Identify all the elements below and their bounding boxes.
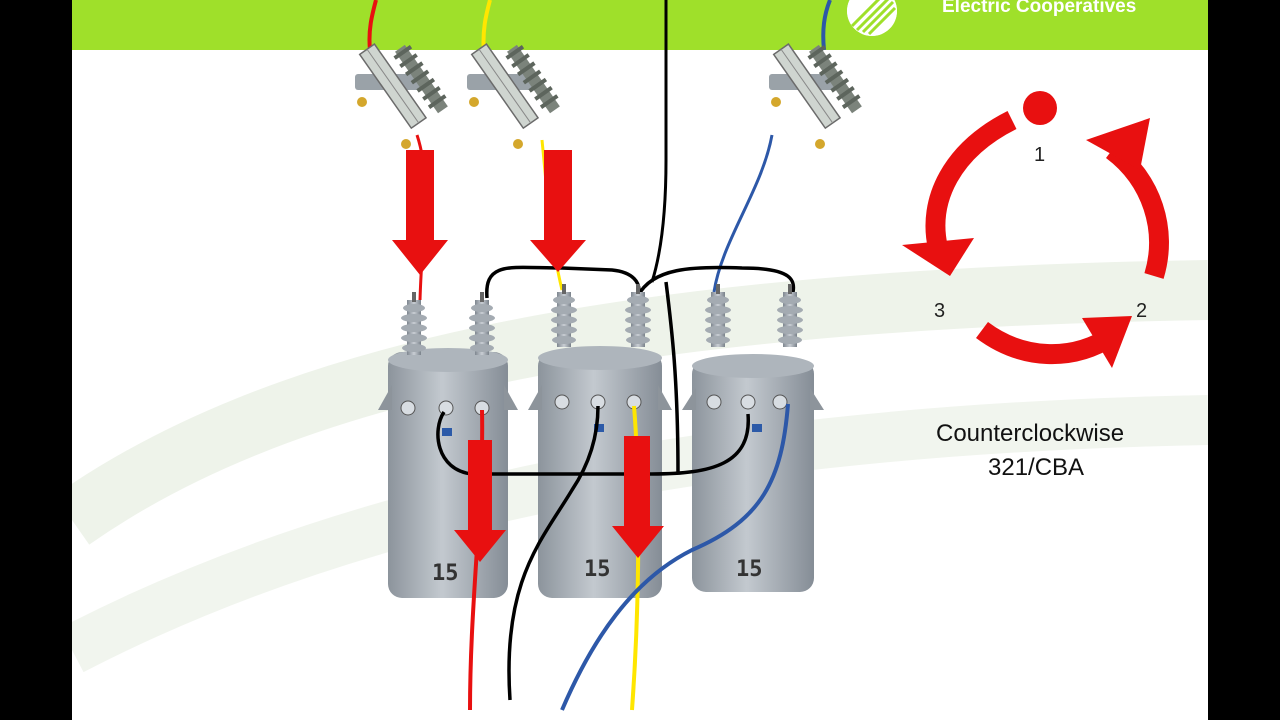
transformer-rating-label: 15 — [432, 561, 459, 586]
header-bar — [72, 0, 1208, 50]
transformer-left — [378, 292, 518, 598]
rotation-label-1: 1 — [1034, 144, 1046, 166]
phase-sequence: 321/CBA — [988, 454, 1085, 481]
phase-c-source-wire — [821, 0, 832, 51]
flow-arrows — [392, 150, 664, 562]
flow-arrow-down-1 — [392, 150, 448, 275]
rotation-label-3: 3 — [934, 300, 946, 322]
transformer-rating-label: 15 — [584, 557, 611, 582]
rotation-label-2: 2 — [1136, 300, 1148, 322]
phase-a-source-wire — [367, 0, 378, 51]
flow-arrow-down-4 — [612, 436, 664, 558]
transformer-diagram: 15 15 15 — [353, 0, 1169, 711]
transformer-rating-label: 15 — [736, 557, 763, 582]
flow-arrow-down-3 — [454, 440, 506, 562]
fuse-cutout-left — [353, 40, 454, 151]
fuse-cutout-middle — [465, 40, 566, 151]
neutral-wire-down — [650, 0, 668, 283]
flow-arrow-down-2 — [530, 150, 586, 272]
brand-name: Electric Cooperatives — [942, 0, 1137, 17]
rotation-indicator — [902, 91, 1169, 368]
phase-marker-dot — [1023, 91, 1057, 125]
slide: Electric Cooperatives — [72, 0, 1208, 720]
cooperative-logo-icon — [847, 0, 897, 36]
fuse-cutout-right — [767, 40, 868, 151]
transformer-middle — [528, 284, 672, 598]
rotation-direction: Counterclockwise — [936, 420, 1125, 447]
